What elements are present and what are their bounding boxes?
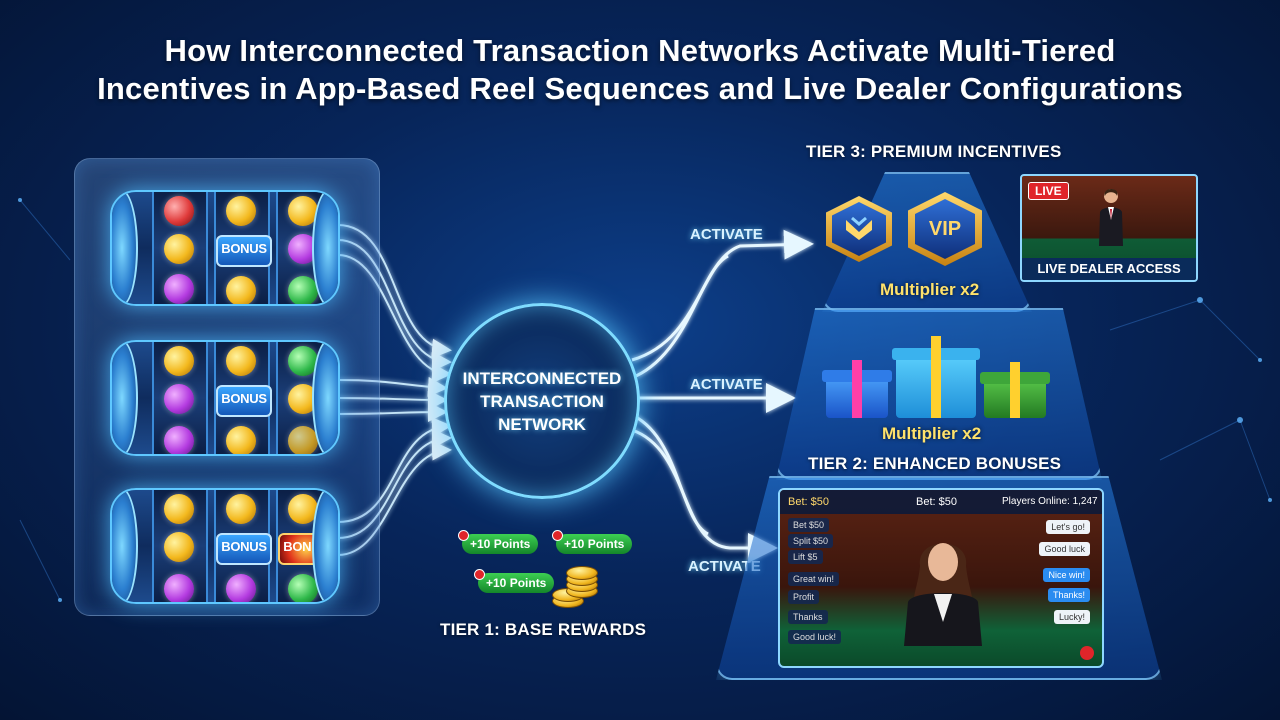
points-text: +10 Points [486,576,547,590]
activate-label-tier2: ACTIVATE [690,376,763,393]
gold-coin-icon [164,346,194,376]
chat-reply: Nice win! [1043,568,1090,582]
reel-end-cap [312,192,338,304]
page-title: How Interconnected Transaction Networks … [0,32,1280,108]
bet-amount: Bet: $50 [916,496,957,508]
gold-coin-icon [226,196,256,226]
chat-message: Profit [788,590,820,604]
shield-badge-icon [826,196,892,262]
crown-coin-icon [164,234,194,264]
green-coin-icon [288,574,318,602]
players-online: Players Online: 1,247 [1002,496,1098,507]
points-badge: +10 Points [458,530,539,554]
tier2-multiplier: Multiplier x2 [882,424,982,443]
live-dealer-screen[interactable]: Bet: $50 Bet: $50 Players Online: 1,247 … [778,488,1104,668]
gold-coin-icon [164,494,194,524]
chat-message: Great win! [788,572,840,586]
purple-coin-icon [164,274,194,304]
background-network [19,199,1271,601]
tier3-label: TIER 3: PREMIUM INCENTIVES [806,142,1062,161]
screen-status-bar: Bet: $50 Bet: $50 Players Online: 1,247 [780,490,1102,514]
coin-stack-icon [548,566,600,610]
hub-label-line-3: NETWORK [498,414,586,434]
notification-icon[interactable] [1080,646,1094,660]
transaction-network-hub: INTERCONNECTED TRANSACTION NETWORK [444,303,640,499]
green-coin-icon [288,276,318,304]
tier1-label: TIER 1: BASE REWARDS [440,620,647,639]
hub-label-line-2: TRANSACTION [480,391,604,411]
points-badge: +10 Points [474,569,555,593]
gold-coin-icon [226,346,256,376]
chat-reply: Let's go! [1046,520,1090,534]
sparkle-icon [288,426,318,454]
notification-dot-icon [552,530,563,541]
hub-to-tier-arrows [631,229,814,563]
slot-reel-2: BONUS [110,340,340,456]
purple-coin-icon [164,574,194,602]
gift-box-blue-icon [892,336,980,418]
tier2-label: TIER 2: ENHANCED BONUSES [808,454,1062,473]
dealer-icon [1099,189,1123,246]
chat-reply: Good luck [1039,542,1090,556]
coin-symbol-icon [164,196,194,226]
slot-reel-3: BONUS BONUS [110,488,340,604]
activate-label-tier3: ACTIVATE [690,226,763,243]
reel-to-hub-lines [337,224,452,556]
gold-coin-icon [226,276,256,304]
bonus-symbol: BONUS [216,385,272,417]
chat-message: Thanks [788,610,828,624]
crown-coin-icon [164,532,194,562]
points-text: +10 Points [470,537,531,551]
gift-box-green-icon [980,362,1050,418]
bonus-symbol: BONUS [216,235,272,267]
tier3-multiplier: Multiplier x2 [880,280,980,299]
points-badge: +10 Points [552,530,633,554]
chat-message: Bet $50 [788,518,830,532]
chat-message: Lift $5 [788,550,823,564]
purple-coin-icon [164,384,194,414]
notification-dot-icon [474,569,485,580]
bet-indicator: Bet: $50 [788,496,829,508]
gold-coin-icon [226,494,256,524]
points-text: +10 Points [564,537,625,551]
gold-coin-icon [226,426,256,454]
chat-message: Good luck! [788,630,842,644]
purple-coin-icon [164,426,194,454]
live-dealer-caption: LIVE DEALER ACCESS [1022,258,1196,280]
vip-text: VIP [915,199,975,259]
chat-message: Split $50 [788,534,834,548]
chat-reply: Thanks! [1047,588,1090,602]
dealer-figure-icon [904,543,982,646]
live-tag: LIVE [1028,182,1069,200]
live-dealer-card[interactable]: LIVE LIVE DEALER ACCESS [1020,174,1198,282]
activate-label-tier1: ACTIVATE [688,558,761,575]
bonus-symbol: BONUS [216,533,272,565]
gift-box-pink-icon [822,360,892,418]
reel-end-cap [112,192,138,304]
title-line-2: Incentives in App-Based Reel Sequences a… [97,71,1183,106]
purple-coin-icon [226,574,256,602]
slot-reel-1: BONUS [110,190,340,306]
chat-reply: Lucky! [1053,610,1090,624]
hub-label-line-1: INTERCONNECTED [462,368,622,388]
title-line-1: How Interconnected Transaction Networks … [164,33,1116,68]
notification-dot-icon [458,530,469,541]
